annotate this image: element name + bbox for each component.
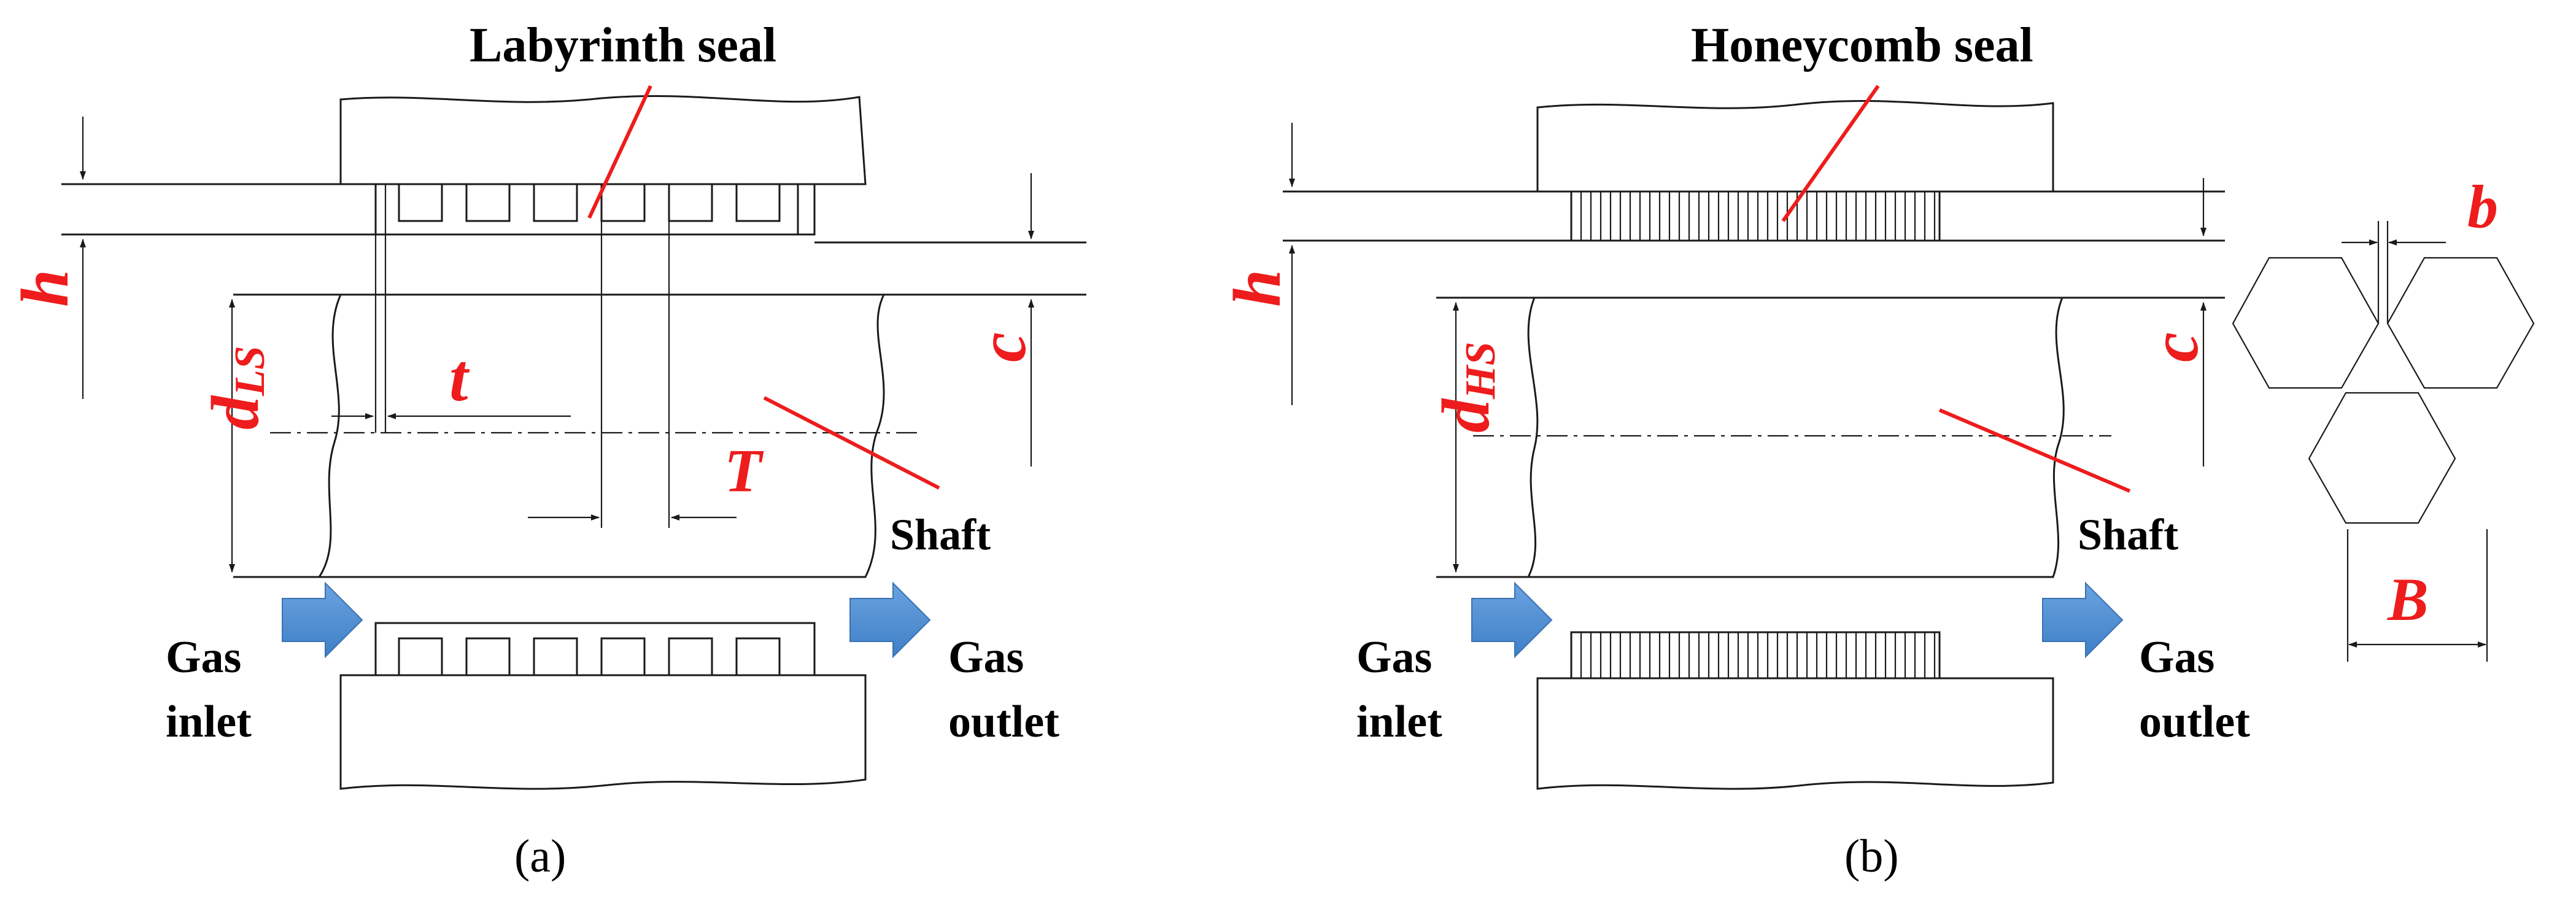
gas-outlet-arrow-b: [2042, 581, 2124, 659]
labyrinth-title: Labyrinth seal: [470, 18, 776, 72]
dim-t-a: t: [331, 340, 571, 419]
dim-t-label: t: [449, 340, 470, 415]
labyrinth-bottom-stator: [339, 622, 867, 790]
dim-dls-label: dLS: [198, 346, 274, 430]
labyrinth-top-stator: [339, 95, 867, 236]
dim-d-b: dHS: [1428, 302, 1504, 573]
shaft-label-b: Shaft: [2078, 510, 2178, 559]
honeycomb-title: Honeycomb seal: [1691, 18, 2033, 72]
dim-h-a: h: [7, 117, 86, 399]
dim-b-b: b: [2342, 172, 2498, 246]
gas-outlet-arrow-a: [849, 581, 931, 659]
dim-T-label: T: [724, 436, 764, 505]
gas-outlet-label-b-1: Gas: [2139, 632, 2214, 683]
dim-d-a: dLS: [198, 299, 274, 573]
gas-inlet-arrow-b: [1471, 581, 1553, 659]
dim-c-b: c: [2137, 178, 2212, 467]
dim-B-label: B: [2387, 565, 2429, 633]
panel-a-labyrinth: h dLS t T c Laby: [7, 18, 1086, 882]
panel-b-honeycomb: h dHS c: [1220, 18, 2535, 882]
dim-dhs-label: dHS: [1428, 342, 1504, 433]
dim-c-label-b: c: [2137, 332, 2212, 362]
honeycomb-shaft: [1526, 296, 2065, 578]
pointer-shaft-b: [1938, 408, 2131, 493]
gas-outlet-label-a-2: outlet: [948, 697, 1059, 747]
dim-c-a: c: [965, 173, 1040, 467]
gas-inlet-label-a-2: inlet: [166, 697, 252, 747]
shaft-label-a: Shaft: [890, 510, 991, 559]
gas-inlet-label-a-1: Gas: [166, 632, 241, 683]
dim-B-b: B: [2348, 565, 2486, 648]
honeycomb-bottom-stator: [1536, 631, 2054, 790]
caption-b: (b): [1844, 830, 1899, 882]
caption-a: (a): [514, 830, 566, 882]
gas-outlet-label-a-1: Gas: [948, 632, 1024, 683]
gas-inlet-label-b-2: inlet: [1356, 697, 1442, 747]
gas-inlet-label-b-1: Gas: [1356, 632, 1432, 683]
pointer-seal-b: [1781, 85, 1880, 222]
dim-c-label: c: [965, 332, 1040, 362]
pointer-shaft-a: [763, 396, 940, 490]
dim-h-label-b: h: [1220, 269, 1294, 307]
honeycomb-cell-detail: [2232, 221, 2535, 662]
dim-h-b: h: [1220, 123, 1295, 405]
dim-h-label: h: [7, 269, 82, 307]
pointer-seal-a: [587, 85, 652, 219]
dim-b-label: b: [2467, 172, 2498, 241]
dim-T-a: T: [528, 436, 764, 521]
gas-inlet-arrow-a: [282, 581, 363, 659]
honeycomb-top-stator: [1536, 99, 2054, 242]
gas-outlet-label-b-2: outlet: [2139, 697, 2250, 747]
